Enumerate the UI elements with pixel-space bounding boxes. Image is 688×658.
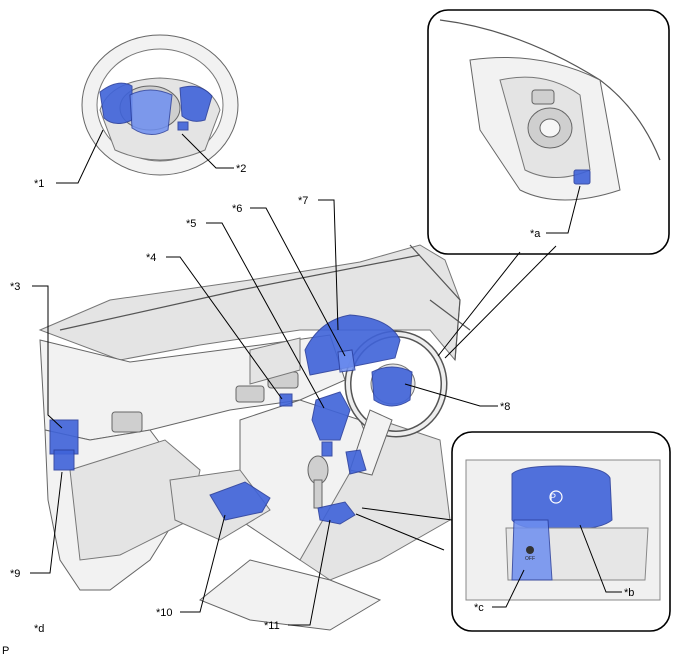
label-d: *d	[34, 623, 44, 635]
label-6: *6	[232, 203, 242, 215]
highlighted-components	[49, 314, 413, 525]
part-10	[209, 481, 271, 521]
label-5: *5	[186, 218, 196, 230]
callout-parking-brake-switch: P OFF	[451, 431, 671, 632]
label-8: *8	[500, 401, 510, 413]
dashboard-illustration	[38, 244, 471, 631]
label-10: *10	[156, 607, 173, 619]
steering-wheel-illustration	[81, 34, 239, 176]
footer-code: P	[2, 645, 9, 657]
callout-steering-switch	[427, 9, 670, 255]
airbag-center	[129, 89, 173, 135]
combination-meter	[304, 314, 401, 376]
part-4	[279, 393, 293, 407]
part-3	[49, 419, 79, 455]
part-9	[53, 449, 75, 471]
label-7: *7	[298, 195, 308, 207]
label-11: *11	[264, 620, 280, 632]
label-4: *4	[146, 252, 156, 264]
label-a: *a	[530, 228, 541, 240]
steering-switch-highlight	[573, 169, 591, 185]
label-1: *1	[34, 178, 44, 190]
steering-pad-switch-right	[179, 85, 213, 122]
steering-pad-switch-left	[99, 82, 133, 124]
label-b: *b	[624, 587, 634, 599]
vsc-off-text: OFF	[525, 556, 535, 562]
part-11	[317, 501, 356, 525]
label-9: *9	[10, 568, 20, 580]
label-2: *2	[236, 163, 246, 175]
leader-lines	[30, 129, 622, 626]
label-3: *3	[10, 281, 20, 293]
spiral-cable	[371, 366, 413, 407]
callout-labels: *1 *2 *3 *4 *5 *6 *7 *8 *9 *10 *11 *a *b…	[2, 163, 634, 657]
part-6	[337, 349, 356, 373]
label-c: *c	[474, 602, 484, 614]
parking-brake-symbol: P	[550, 492, 556, 502]
